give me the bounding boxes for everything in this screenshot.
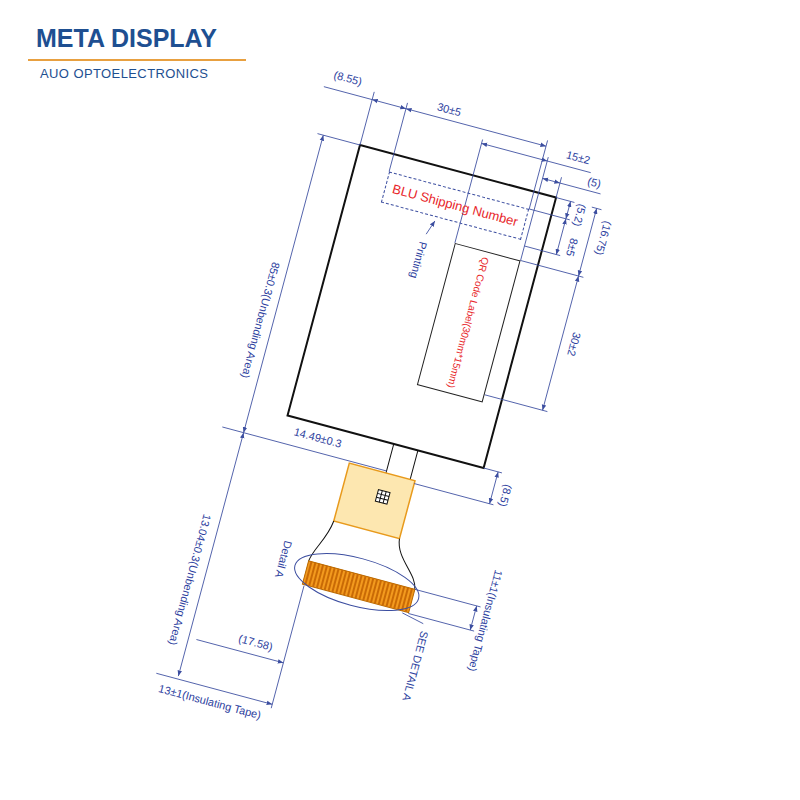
node-label: BLU Shipping Number [391,182,520,229]
node-label: QR Code Label(30mm*15mm) [446,256,492,389]
dimension-label: (16.75) [592,219,614,258]
chip-icon [375,490,390,505]
dimension-label: (5) [585,175,603,192]
dimension-lines [156,84,608,752]
dimension-label: (5.2) [570,202,589,229]
dimension-label: (8.55) [331,68,364,89]
dimension-label: 11±1(Insulating Tape) [465,567,505,673]
dimension-label: (8.5) [496,482,515,509]
dimension-label: Printing [407,239,430,280]
dimension-label: (17.58) [236,632,275,654]
detail-ellipse [289,542,425,621]
panel-outline [288,145,557,468]
brand-title: META DISPLAY [36,24,217,53]
dimension-label: 13.04±0.3(Unbending Area) [166,512,214,648]
fpc-connector [302,561,414,613]
dimension-label: Detail A [272,538,295,580]
dimension-label: SEE DETAIL A [399,629,431,704]
dimension-label: 15±2 [564,148,593,167]
brand-subtitle: AUO OPTOELECTRONICS [40,66,208,81]
qr-label-box: QR Code Label(30mm*15mm) [417,243,521,403]
connector-pins [302,561,414,613]
dimension-label: 85±0.3(Unbending Area) [238,260,282,381]
fpc-stiffener [334,463,415,539]
dimension-label: 30±5 [435,100,464,119]
header-rule [28,59,246,61]
dimension-label: 30±2 [564,330,583,359]
dimension-label: 8±5 [563,236,581,259]
extension-lines [171,80,616,757]
shipping-number-box: BLU Shipping Number [381,171,529,239]
